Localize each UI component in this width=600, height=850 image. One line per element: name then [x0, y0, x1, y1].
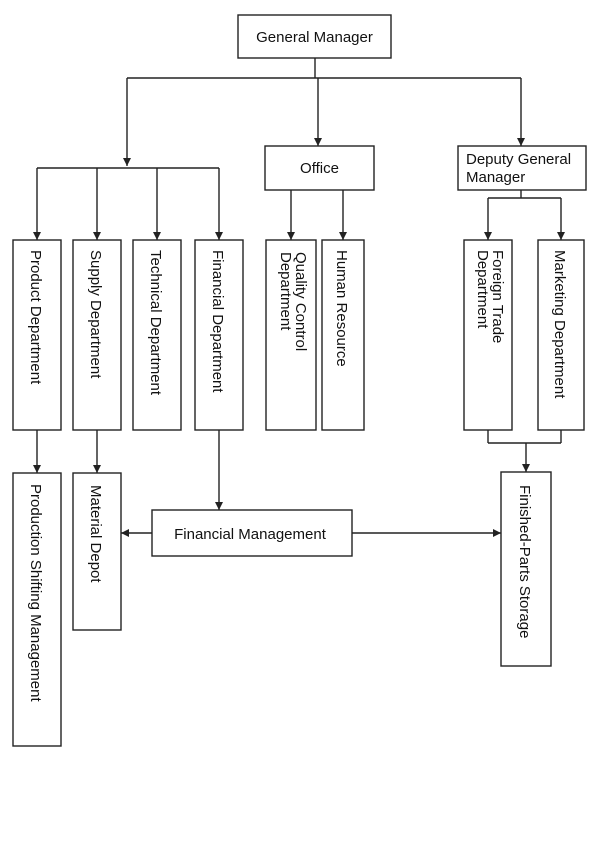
node-technical-department: Technical Department	[132, 239, 182, 431]
node-finished-parts-storage: Finished-Parts Storage	[500, 471, 552, 667]
node-general-manager-label: General Manager	[256, 29, 373, 46]
node-human-resource: Human Resource	[321, 239, 365, 431]
node-material-depot: Material Depot	[72, 472, 122, 631]
node-general-manager: General Manager	[237, 14, 392, 59]
node-finished-parts-label: Finished-Parts Storage	[516, 485, 533, 638]
node-office: Office	[264, 145, 375, 191]
node-product-department: Product Department	[12, 239, 62, 431]
node-office-label: Office	[300, 160, 339, 177]
node-quality-control-label-line2: Department	[277, 252, 294, 331]
node-deputy-gm-label-line1: Deputy General	[466, 151, 571, 168]
node-financial-management: Financial Management	[151, 509, 353, 557]
node-production-shifting-label: Production Shifting Management	[27, 484, 44, 702]
node-production-shifting-management: Production Shifting Management	[12, 472, 62, 747]
node-financial-management-label: Financial Management	[174, 526, 327, 543]
node-foreign-trade-label-line1: Foreign Trade	[489, 250, 506, 343]
node-foreign-trade-label-line2: Department	[474, 250, 491, 329]
node-technical-department-label: Technical Department	[147, 250, 164, 396]
connectors	[33, 58, 565, 537]
node-material-depot-label: Material Depot	[87, 485, 104, 583]
node-foreign-trade-department: Foreign Trade Department	[463, 239, 513, 431]
node-supply-department: Supply Department	[72, 239, 122, 431]
node-marketing-department-label: Marketing Department	[551, 250, 568, 399]
node-marketing-department: Marketing Department	[537, 239, 585, 431]
node-quality-control-label-line1: Quality Control	[292, 252, 309, 351]
node-financial-department: Financial Department	[194, 239, 244, 431]
node-supply-department-label: Supply Department	[87, 250, 104, 379]
node-deputy-gm-label-line2: Manager	[466, 169, 525, 186]
node-financial-department-label: Financial Department	[209, 250, 226, 393]
node-product-department-label: Product Department	[27, 250, 44, 385]
node-quality-control-department: Quality Control Department	[265, 239, 317, 431]
node-deputy-general-manager: Deputy General Manager	[457, 145, 587, 191]
node-human-resource-label: Human Resource	[333, 250, 350, 367]
